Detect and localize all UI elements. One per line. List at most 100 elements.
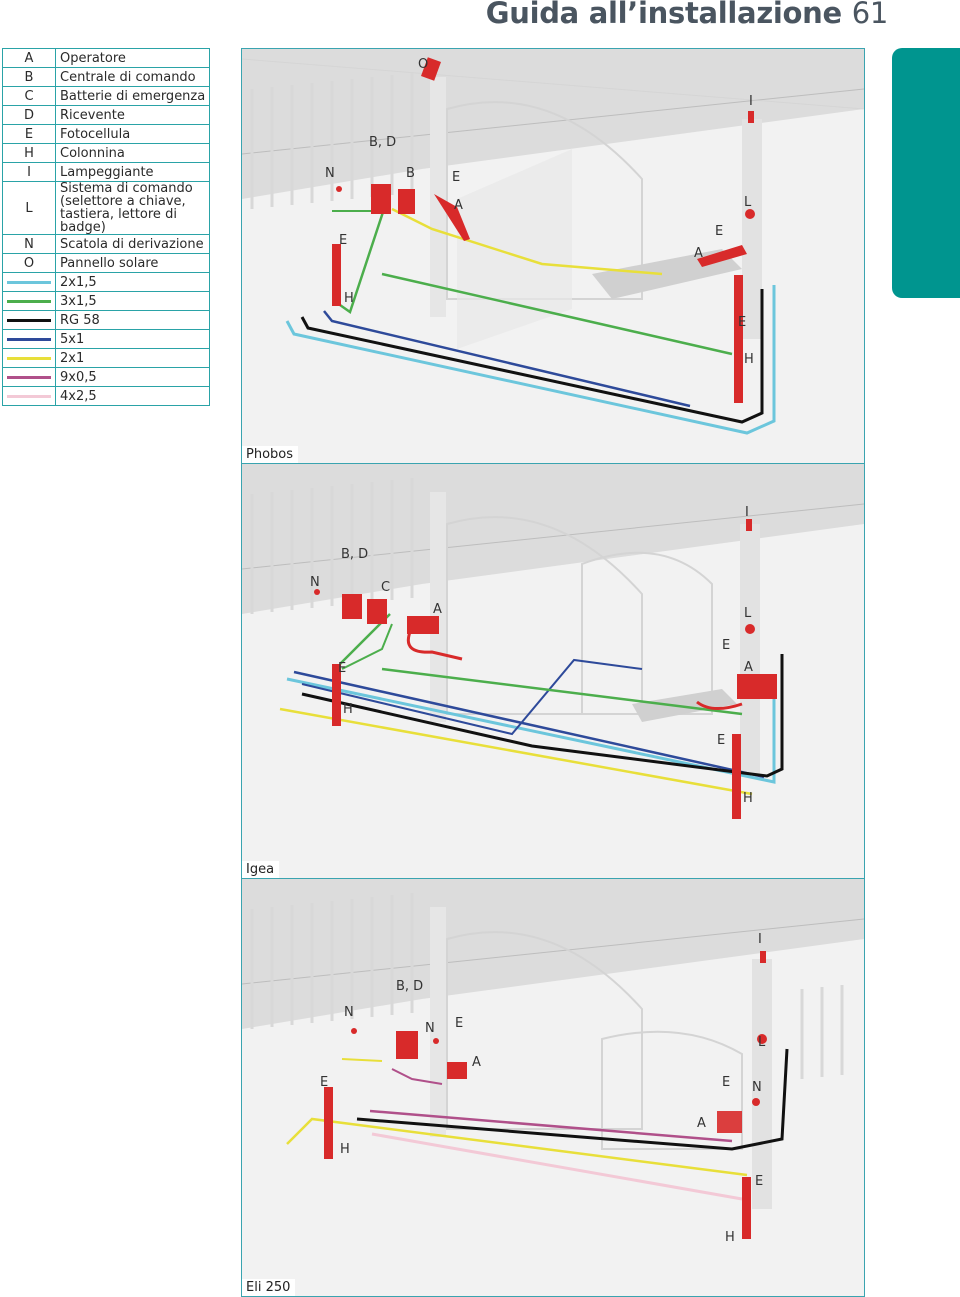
cable-swatch-cell — [2, 310, 56, 330]
cable-swatch-cell — [2, 291, 56, 311]
callout-h1: H — [340, 1142, 350, 1157]
legend-cable-row: 9x0,5 — [2, 367, 210, 387]
callout-c: C — [381, 580, 390, 595]
legend-cable-row: 2x1,5 — [2, 272, 210, 292]
cable-swatch-cell — [2, 272, 56, 292]
legend-cable-row: 5x1 — [2, 329, 210, 349]
cable-type-text: RG 58 — [55, 310, 210, 330]
callout-h2: H — [744, 352, 754, 367]
callout-h1: H — [343, 702, 353, 717]
callout-e4: E — [738, 315, 746, 330]
legend-key: N — [2, 234, 56, 254]
callout-a1: A — [454, 198, 463, 213]
section-tab — [892, 48, 960, 298]
cable-type-text: 3x1,5 — [55, 291, 210, 311]
legend-key: A — [2, 48, 56, 68]
legend-key: L — [2, 181, 56, 235]
callout-h2: H — [725, 1230, 735, 1245]
callout-e3: E — [722, 1075, 730, 1090]
callout-n: N — [310, 575, 320, 590]
legend-key: C — [2, 86, 56, 106]
callout-h2: H — [743, 791, 753, 806]
diagram-igea: I B, D N C A L E E A H E H Igea — [241, 463, 865, 879]
page-title-text: Guida all’installazione — [485, 0, 842, 30]
legend-text: Sistema di comando (selettore a chiave, … — [55, 181, 210, 235]
callout-e1: E — [722, 638, 730, 653]
callout-e2: E — [339, 233, 347, 248]
callout-o: O — [418, 57, 428, 72]
callout-bd: B, D — [341, 547, 368, 562]
callout-bd: B, D — [369, 135, 396, 150]
callout-n1: N — [344, 1005, 354, 1020]
legend-key: D — [2, 105, 56, 125]
callout-h1: H — [344, 291, 354, 306]
cable-swatch-cell — [2, 386, 56, 406]
legend-cable-row: RG 58 — [2, 310, 210, 330]
callout-a2: A — [697, 1116, 706, 1131]
panel-label-igea: Igea — [242, 861, 280, 878]
callout-l: L — [758, 1035, 766, 1050]
callout-e4: E — [755, 1174, 763, 1189]
callout-n3: N — [752, 1080, 762, 1095]
callout-bd: B, D — [396, 979, 423, 994]
callout-b: B — [406, 166, 415, 181]
legend-key: I — [2, 162, 56, 182]
callout-a1: A — [472, 1055, 481, 1070]
page-number: 61 — [851, 0, 889, 30]
cable-color-swatch — [7, 337, 51, 341]
cable-color-swatch — [7, 318, 51, 322]
diagram-eli-250: I B, D N N E A E L E N A H E H Eli 250 — [241, 878, 865, 1297]
legend-key: B — [2, 67, 56, 87]
callout-a2: A — [744, 660, 753, 675]
legend-key: E — [2, 124, 56, 144]
legend-text: Ricevente — [55, 105, 210, 125]
cable-type-text: 9x0,5 — [55, 367, 210, 387]
callout-l: L — [744, 606, 752, 621]
callout-i: I — [749, 94, 753, 109]
cable-swatch-cell — [2, 348, 56, 368]
callout-e2: E — [320, 1075, 328, 1090]
diagram-phobos: O I B, D N B E A E H L E A E H Phobos — [241, 48, 865, 464]
callout-l: L — [744, 195, 752, 210]
cable-type-text: 2x1,5 — [55, 272, 210, 292]
cable-color-swatch — [7, 299, 51, 303]
legend-key: O — [2, 253, 56, 273]
callout-e1: E — [452, 170, 460, 185]
cable-color-swatch — [7, 375, 51, 379]
cable-color-swatch — [7, 280, 51, 284]
panel-label-eli-250: Eli 250 — [242, 1279, 296, 1296]
cable-swatch-cell — [2, 367, 56, 387]
legend-key: H — [2, 143, 56, 163]
legend-text: Fotocellula — [55, 124, 210, 144]
cable-swatch-cell — [2, 329, 56, 349]
legend-text: Scatola di derivazione — [55, 234, 210, 254]
page-title: Guida all’installazione 61 — [485, 0, 889, 30]
callout-e2: E — [338, 661, 346, 676]
legend-text: Batterie di emergenza — [55, 86, 210, 106]
legend-text: Pannello solare — [55, 253, 210, 273]
callout-n: N — [325, 166, 335, 181]
cable-type-text: 4x2,5 — [55, 386, 210, 406]
legend-cable-row: 3x1,5 — [2, 291, 210, 311]
panel-label-phobos: Phobos — [242, 446, 299, 463]
callout-a1: A — [433, 602, 442, 617]
legend-cable-row: 4x2,5 — [2, 386, 210, 406]
callout-e3: E — [717, 733, 725, 748]
cable-type-text: 2x1 — [55, 348, 210, 368]
legend-text: Lampeggiante — [55, 162, 210, 182]
legend-text: Colonnina — [55, 143, 210, 163]
callout-a2: A — [694, 246, 703, 261]
cable-type-text: 5x1 — [55, 329, 210, 349]
legend-cable-row: 2x1 — [2, 348, 210, 368]
callout-n2: N — [425, 1021, 435, 1036]
